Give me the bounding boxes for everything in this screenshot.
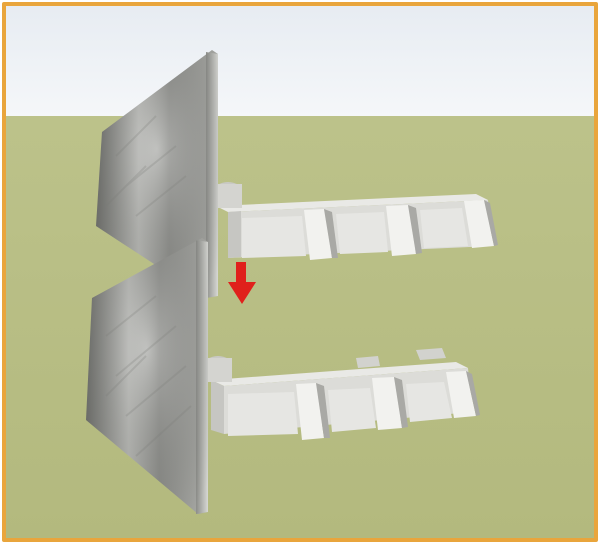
stone-assembly-illustration <box>6 6 594 538</box>
sky <box>6 6 594 116</box>
